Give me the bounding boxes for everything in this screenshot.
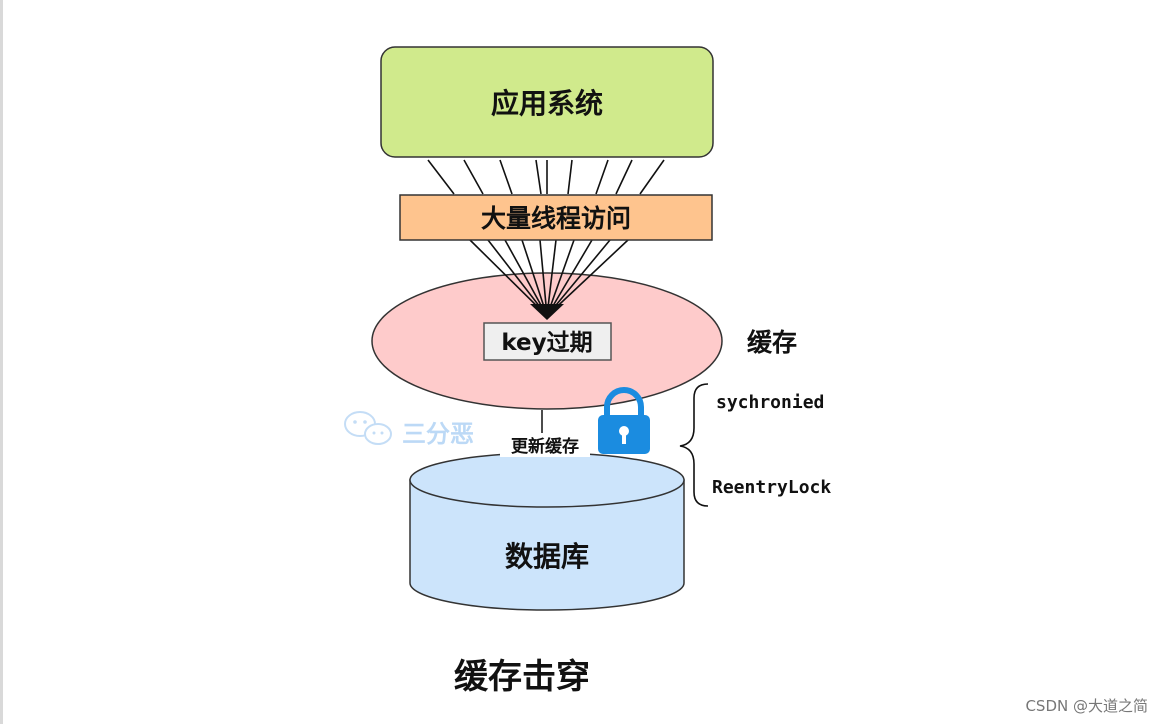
key-expired-box bbox=[483, 322, 612, 361]
database-label: 数据库 bbox=[505, 540, 589, 573]
cache-label: 缓存 bbox=[747, 328, 797, 357]
update-cache-label: 更新缓存 bbox=[511, 436, 579, 457]
key-expired-label: key过期 bbox=[501, 330, 592, 356]
update-cache-bg bbox=[500, 433, 590, 457]
database-cylinder bbox=[409, 452, 685, 611]
diagram-caption: 缓存击穿 bbox=[454, 657, 590, 697]
wechat-watermark-icon bbox=[344, 411, 392, 445]
thread-access-box bbox=[399, 194, 713, 241]
lock-option-synchronized: sychronied bbox=[716, 392, 824, 413]
convergence-arrowheads bbox=[530, 304, 564, 320]
brace bbox=[679, 383, 709, 507]
request-lines-lower bbox=[469, 239, 629, 317]
watermark-text: 三分恶 bbox=[402, 420, 474, 448]
csdn-credit: CSDN @大道之简 bbox=[1025, 697, 1148, 715]
lock-icon bbox=[598, 387, 650, 454]
app-system-label: 应用系统 bbox=[491, 87, 603, 120]
app-system-box bbox=[380, 46, 714, 158]
thread-access-label: 大量线程访问 bbox=[481, 204, 631, 233]
left-border bbox=[0, 0, 3, 724]
lock-option-reentrantlock: ReentryLock bbox=[712, 477, 831, 498]
request-lines-upper bbox=[427, 159, 665, 195]
